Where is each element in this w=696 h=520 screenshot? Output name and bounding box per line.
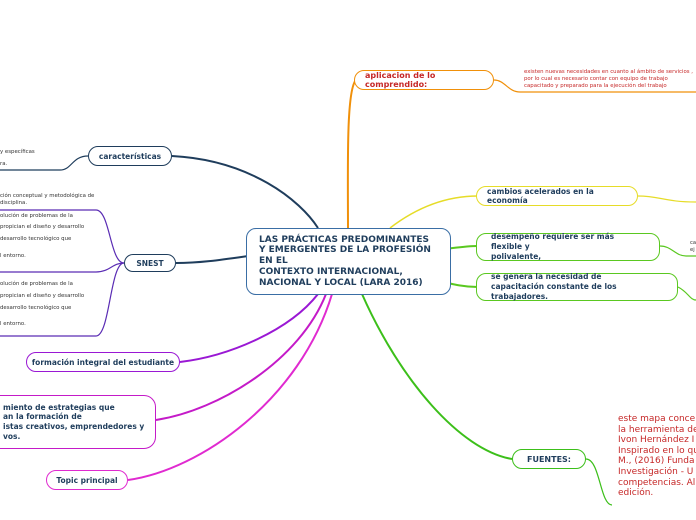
topic-estrategias-line: miento de estrategias que xyxy=(3,402,115,412)
leaf-aplicacion-text: existen nuevas necesidades en cuanto al … xyxy=(524,69,693,89)
topic-cambios-label: cambios acelerados en la economía xyxy=(487,187,594,205)
leaf-line: M., (2016) Funda xyxy=(618,456,695,467)
central-line: NACIONAL Y LOCAL (LARA 2016) xyxy=(259,277,423,288)
topic-estrategias-line: vos. xyxy=(3,431,21,441)
leaf-line: por lo cual es necesario contar con equi… xyxy=(524,75,668,82)
connector-snest-upper-low xyxy=(0,262,125,273)
leaf-line: disciplina. xyxy=(0,199,28,206)
connector-aplicacion xyxy=(346,79,357,233)
topic-desempeno-line: polivalente, xyxy=(491,252,542,262)
leaf-line: la herramienta de xyxy=(618,424,696,435)
topic-capacitacion-line: capacitación constante de los trabajador… xyxy=(491,281,617,302)
leaf-line: desarrollo tecnológico que xyxy=(0,304,72,311)
topic-caracteristicas-label: características xyxy=(98,151,162,161)
central-line: CONTEXTO INTERNACIONAL, xyxy=(259,266,403,277)
connector-aplicacion-leaf xyxy=(493,79,696,93)
topic-snest-label: SNEST xyxy=(136,258,164,268)
leaf-line: olución de problemas de la xyxy=(0,281,73,287)
leaf-line: Inspirado en lo qu xyxy=(618,445,696,456)
connector-snest-upper xyxy=(0,209,125,264)
leaf-line: ca xyxy=(690,240,696,246)
central-topic[interactable]: LAS PRÁCTICAS PREDOMINANTES Y EMERGENTES… xyxy=(246,228,451,295)
topic-capacitacion[interactable]: se genera la necesidad de capacitación c… xyxy=(476,271,678,302)
leaf-line: propician el diseño y desarrollo xyxy=(0,292,85,299)
topic-principal-label: Topic principal xyxy=(56,475,118,485)
leaf-line: existen nuevas necesidades en cuanto al … xyxy=(524,69,694,75)
topic-caracteristicas[interactable]: características xyxy=(88,146,172,166)
topic-formacion-label: formación integral del estudiante xyxy=(31,357,175,367)
leaf-line: ej xyxy=(690,246,695,253)
connector-estrategias xyxy=(155,293,327,421)
connector-fuentes-leaf xyxy=(585,458,613,506)
leaf-line: edición. xyxy=(618,488,654,499)
leaf-line: este mapa conce xyxy=(618,414,696,424)
leaf-line: Ivon Hernández I xyxy=(618,435,695,446)
topic-aplicacion[interactable]: aplicacion de lo comprendido: xyxy=(354,70,494,90)
topic-estrategias[interactable]: miento de estrategias que an la formació… xyxy=(0,395,156,449)
leaf-line: l entorno. xyxy=(0,252,26,259)
leaf-caracteristicas-text: y específicas ra. xyxy=(0,147,35,171)
leaf-line: propician el diseño y desarrollo xyxy=(0,224,85,231)
connector-capacitacion-leaf xyxy=(677,286,696,301)
topic-desempeno[interactable]: desempeño requiere ser más flexible y po… xyxy=(476,231,660,262)
leaf-desempeno-text: ca ej xyxy=(690,240,696,253)
topic-desempeno-line: desempeño requiere ser más flexible y xyxy=(491,231,615,251)
topic-formacion[interactable]: formación integral del estudiante xyxy=(26,352,180,372)
connector-snest xyxy=(175,255,249,264)
leaf-line: ra. xyxy=(0,160,8,167)
connector-formacion xyxy=(179,293,319,363)
connector-snest-lower xyxy=(0,262,125,337)
leaf-line: Investigación - U xyxy=(618,467,694,478)
connector-desempeno-leaf xyxy=(659,245,696,257)
connector-cambios xyxy=(389,195,479,229)
topic-aplicacion-label: aplicacion de lo comprendido: xyxy=(365,71,436,89)
leaf-fuentes-text: este mapa conce la herramienta de Ivon H… xyxy=(618,414,696,499)
connector-cambios-leaf xyxy=(637,195,696,203)
leaf-snest-lower: olución de problemas de la propician el … xyxy=(0,281,84,328)
leaf-line: ción conceptual y metodológica de xyxy=(0,193,95,199)
central-line: Y EMERGENTES DE LA PROFESIÓN xyxy=(259,245,431,256)
connector-caracteristicas-leaf xyxy=(0,155,89,171)
leaf-line: desarrollo tecnológico que xyxy=(0,236,72,242)
leaf-snest-upper: ción conceptual y metodológica de discip… xyxy=(0,193,94,260)
topic-snest[interactable]: SNEST xyxy=(124,254,176,272)
leaf-line: capacitado y preparado para la ejecución… xyxy=(524,82,667,89)
central-line: LAS PRÁCTICAS PREDOMINANTES xyxy=(259,234,429,245)
leaf-line: olución de problemas de la xyxy=(0,212,73,219)
topic-estrategias-line: istas creativos, emprendedores y xyxy=(3,422,145,431)
leaf-line: competencias. Al xyxy=(618,477,696,488)
topic-fuentes-label: FUENTES: xyxy=(526,454,571,464)
topic-estrategias-line: an la formación de xyxy=(3,412,82,422)
central-line: EN EL xyxy=(259,256,288,267)
topic-cambios[interactable]: cambios acelerados en la economía xyxy=(476,186,638,206)
connector-topic xyxy=(127,293,333,481)
topic-capacitacion-line: se genera la necesidad de xyxy=(491,271,602,281)
connector-fuentes xyxy=(361,293,513,460)
leaf-line: l entorno. xyxy=(0,321,26,328)
topic-fuentes[interactable]: FUENTES: xyxy=(512,449,586,469)
leaf-line: y específicas xyxy=(0,149,35,155)
connector-caracteristicas xyxy=(171,155,319,229)
topic-principal[interactable]: Topic principal xyxy=(46,470,128,490)
